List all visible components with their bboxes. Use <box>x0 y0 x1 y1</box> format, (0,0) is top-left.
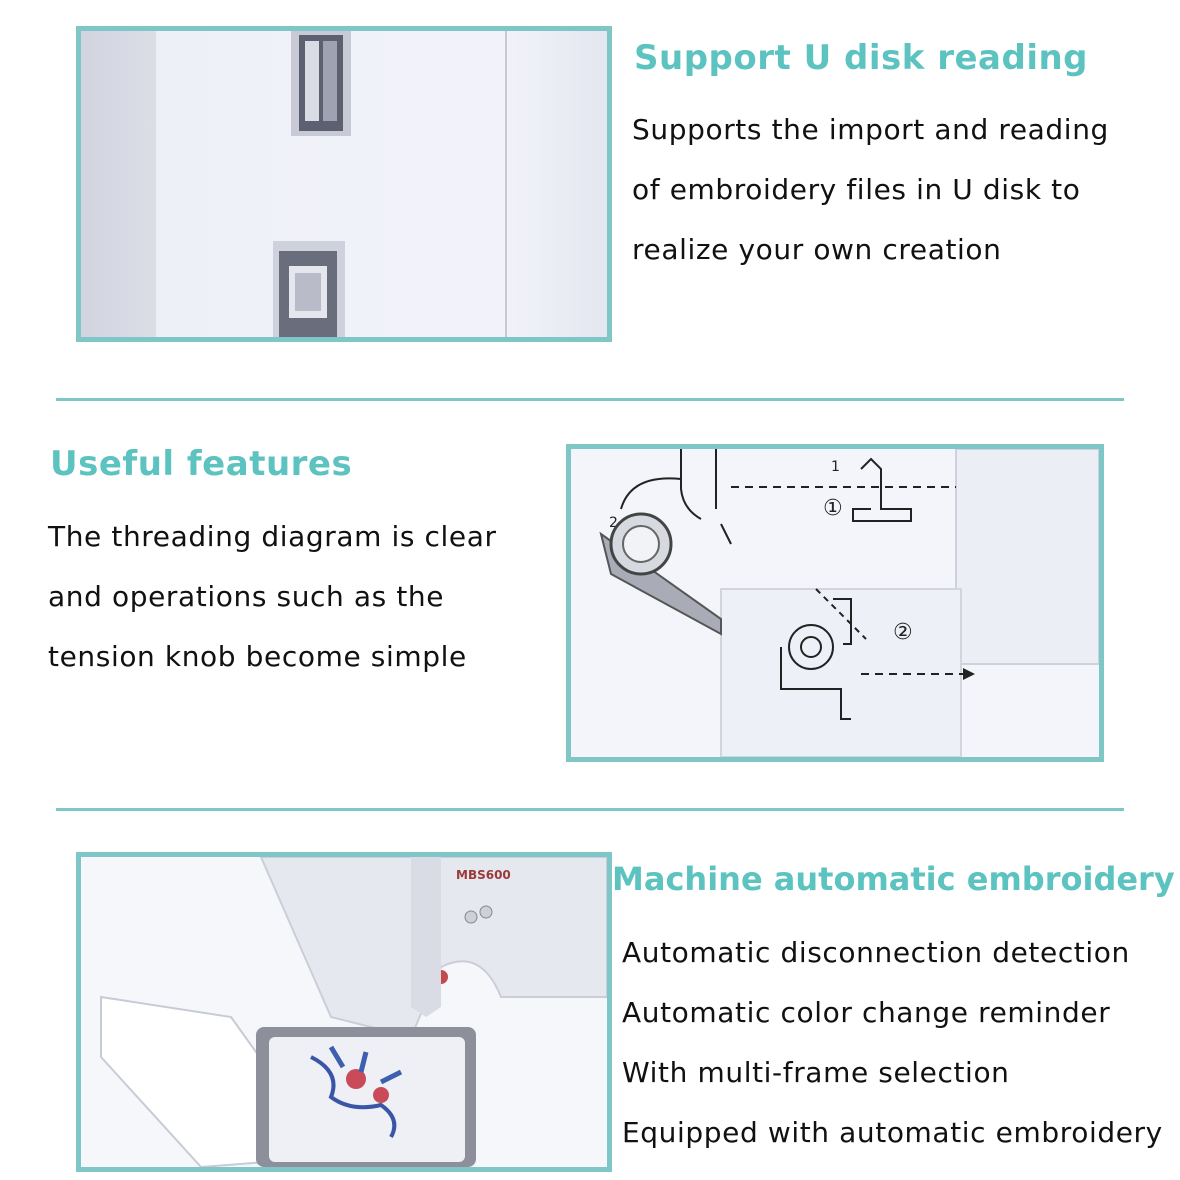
feature-line: Supports the import and reading <box>632 113 1109 146</box>
feature-line: Automatic disconnection detection <box>622 936 1130 969</box>
section-heading: Useful features <box>50 444 353 484</box>
machine-model-label: MBS600 <box>456 868 511 882</box>
embroidery-machine-illustration: MBS600 <box>81 857 607 1167</box>
feature-line: realize your own creation <box>632 233 1002 266</box>
section-heading: Machine automatic embroidery <box>612 860 1175 898</box>
usb-port-b-icon <box>273 241 345 337</box>
section-heading: Support U disk reading <box>634 38 1089 78</box>
step2-circled-label: ② <box>893 620 913 645</box>
feature-line: and operations such as the <box>48 580 445 613</box>
feature-line: Equipped with automatic embroidery <box>622 1116 1163 1149</box>
step1-number: 1 <box>831 459 840 475</box>
threading-diagram-photo: 1 ① 2 ② <box>566 444 1104 762</box>
embroidery-machine-photo: MBS600 <box>76 852 612 1172</box>
feature-line: Automatic color change reminder <box>622 996 1111 1029</box>
feature-line: The threading diagram is clear <box>48 520 497 553</box>
feature-line: With multi-frame selection <box>622 1056 1010 1089</box>
threading-diagram: 1 ① 2 ② <box>571 449 1099 757</box>
usb-ports-photo <box>76 26 612 342</box>
step2-number: 2 <box>609 515 618 531</box>
section-divider <box>56 398 1124 401</box>
feature-line: of embroidery files in U disk to <box>632 173 1081 206</box>
step1-circled-label: ① <box>823 496 843 521</box>
section-divider <box>56 808 1124 811</box>
usb-panel-illustration <box>81 31 607 337</box>
feature-line: tension knob become simple <box>48 640 467 673</box>
usb-port-a-icon <box>291 31 351 136</box>
